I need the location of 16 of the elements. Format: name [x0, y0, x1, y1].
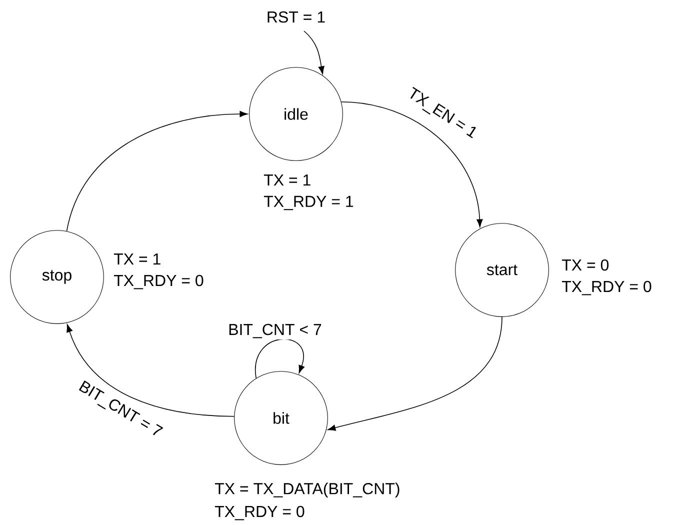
- arrow: [66, 110, 248, 232]
- output-label: TX_RDY = 0: [562, 280, 652, 296]
- output-label: TX = TX_DATA(BIT_CNT): [214, 482, 400, 498]
- edge-label: RST = 1: [265, 10, 327, 24]
- output-label: TX_RDY = 0: [114, 274, 204, 290]
- edge-label: BIT_CNT < 7: [226, 322, 324, 340]
- arrow: [340, 101, 483, 228]
- arrow: [66, 324, 234, 417]
- output-label: TX_RDY = 1: [264, 196, 354, 210]
- arrow: [304, 30, 324, 74]
- output-label: TX = 1: [114, 254, 160, 264]
- arrow: [328, 316, 502, 431]
- output-label: TX_RDY = 0: [214, 506, 304, 520]
- output-label: TX = 0: [562, 259, 609, 271]
- output-label: TX = 1: [264, 174, 310, 186]
- arrow: [255, 338, 305, 379]
